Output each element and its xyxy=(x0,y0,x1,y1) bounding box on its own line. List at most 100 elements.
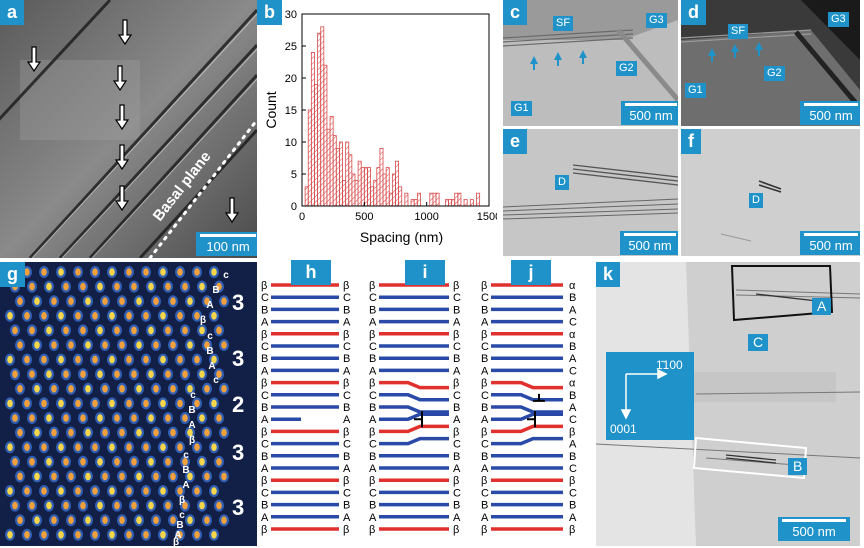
y-tick-label: 10 xyxy=(285,137,297,149)
g-letter: A xyxy=(182,480,189,491)
panel-label-d: d xyxy=(681,0,706,25)
layer-label-right: C xyxy=(343,292,351,304)
layer-label-left: B xyxy=(369,500,376,512)
panel-label-a: a xyxy=(0,0,25,25)
layer-label-left: C xyxy=(261,341,269,353)
layer-label-left: B xyxy=(369,402,376,414)
histogram-bar xyxy=(451,199,456,207)
layer-line-blue xyxy=(379,412,449,421)
histogram-bar xyxy=(345,141,350,207)
histogram-bar xyxy=(429,192,434,207)
layer-label-left: C xyxy=(369,487,377,499)
layer-label-left: C xyxy=(481,341,489,353)
layer-count: 3 xyxy=(232,495,244,520)
layer-label-left: β xyxy=(369,426,375,438)
histogram-bar xyxy=(388,192,393,207)
layer-label-left: A xyxy=(369,463,377,475)
layer-label-left: C xyxy=(369,390,377,402)
g-letter: B xyxy=(182,465,189,476)
y-tick-label: 25 xyxy=(285,41,297,53)
y-tick-label: 30 xyxy=(285,9,297,21)
layer-label-left: A xyxy=(261,317,269,329)
layer-label-right: A xyxy=(343,414,351,426)
layer-label-right: C xyxy=(453,292,461,304)
histogram-bar xyxy=(320,26,325,207)
layer-label-left: A xyxy=(261,414,269,426)
histogram-bar xyxy=(304,186,309,207)
layer-label-left: C xyxy=(481,439,489,451)
layer-label-right: C xyxy=(453,439,461,451)
layer-label-left: B xyxy=(261,402,268,414)
histogram-bar xyxy=(469,199,474,207)
x-axis-label: Spacing (nm) xyxy=(360,229,443,245)
histogram-bar xyxy=(314,84,318,207)
y-tick-label: 15 xyxy=(285,105,297,117)
layer-label-left: C xyxy=(261,292,269,304)
label-g2-d: G2 xyxy=(764,66,785,81)
layer-label-right: α xyxy=(569,378,576,390)
histogram-bar xyxy=(457,192,462,207)
layer-label-left: β xyxy=(261,329,267,341)
histogram-bar xyxy=(329,116,334,207)
histogram-bar xyxy=(354,179,359,207)
label-d-e: D xyxy=(555,175,569,190)
histogram-bar xyxy=(435,192,440,207)
g-letter: β xyxy=(189,435,195,446)
panel-label-i: i xyxy=(405,260,445,285)
layer-label-left: B xyxy=(261,304,268,316)
layer-label-left: A xyxy=(369,414,377,426)
layer-label-left: B xyxy=(261,353,268,365)
layer-label-right: B xyxy=(569,341,576,353)
panel-e: e D 500 nm xyxy=(503,129,678,256)
histogram-bar xyxy=(444,199,449,207)
layer-label-right: C xyxy=(343,390,351,402)
g-letter: c xyxy=(179,510,185,521)
g-letter: c xyxy=(223,270,229,281)
scale-bar-k: 500 nm xyxy=(778,517,850,541)
layer-label-right: β xyxy=(343,329,349,341)
layer-label-right: C xyxy=(569,414,577,426)
label-g3-d: G3 xyxy=(828,12,849,27)
layer-label-right: A xyxy=(453,414,461,426)
histogram-bar xyxy=(323,64,328,207)
layer-label-right: B xyxy=(343,500,350,512)
layer-label-left: C xyxy=(369,292,377,304)
layer-label-right: β xyxy=(343,280,349,292)
dislocation-symbol xyxy=(527,411,536,428)
histogram-bar xyxy=(395,160,400,207)
histogram-bar xyxy=(335,147,340,207)
layer-label-left: A xyxy=(369,512,377,524)
g-letter: β xyxy=(173,537,179,546)
layer-label-right: C xyxy=(569,463,577,475)
layer-label-right: A xyxy=(569,402,577,414)
g-letter: β xyxy=(200,315,206,326)
layer-line-blue xyxy=(491,436,563,446)
layer-label-left: β xyxy=(369,475,375,487)
layer-label-right: A xyxy=(453,463,461,475)
layer-label-left: β xyxy=(261,378,267,390)
layer-label-right: C xyxy=(343,487,351,499)
layer-label-right: C xyxy=(343,341,351,353)
panel-k: k A C B 1̄100 0001 500 nm xyxy=(596,262,860,546)
histogram-bar xyxy=(391,173,396,207)
panel-c: c SF G3 G2 G1 500 nm xyxy=(503,0,678,126)
layer-label-left: C xyxy=(261,390,269,402)
layer-label-right: C xyxy=(453,390,461,402)
panel-b: 050010001500051015202530Spacing (nm)Coun… xyxy=(257,0,497,258)
panel-label-e: e xyxy=(503,129,528,154)
layer-label-left: β xyxy=(261,426,267,438)
layer-label-left: β xyxy=(481,378,487,390)
layer-line-blue xyxy=(379,436,449,446)
panel-label-c: c xyxy=(503,0,528,25)
panel-label-b: b xyxy=(257,0,282,25)
layer-label-left: B xyxy=(481,402,488,414)
dislocation-symbol xyxy=(414,411,423,428)
layer-label-left: β xyxy=(369,329,375,341)
label-a-k: A xyxy=(812,298,832,315)
label-g1-d: G1 xyxy=(685,83,706,98)
layer-label-right: A xyxy=(569,304,577,316)
layer-label-left: C xyxy=(481,292,489,304)
layer-label-left: β xyxy=(261,475,267,487)
layer-label-right: B xyxy=(453,353,460,365)
